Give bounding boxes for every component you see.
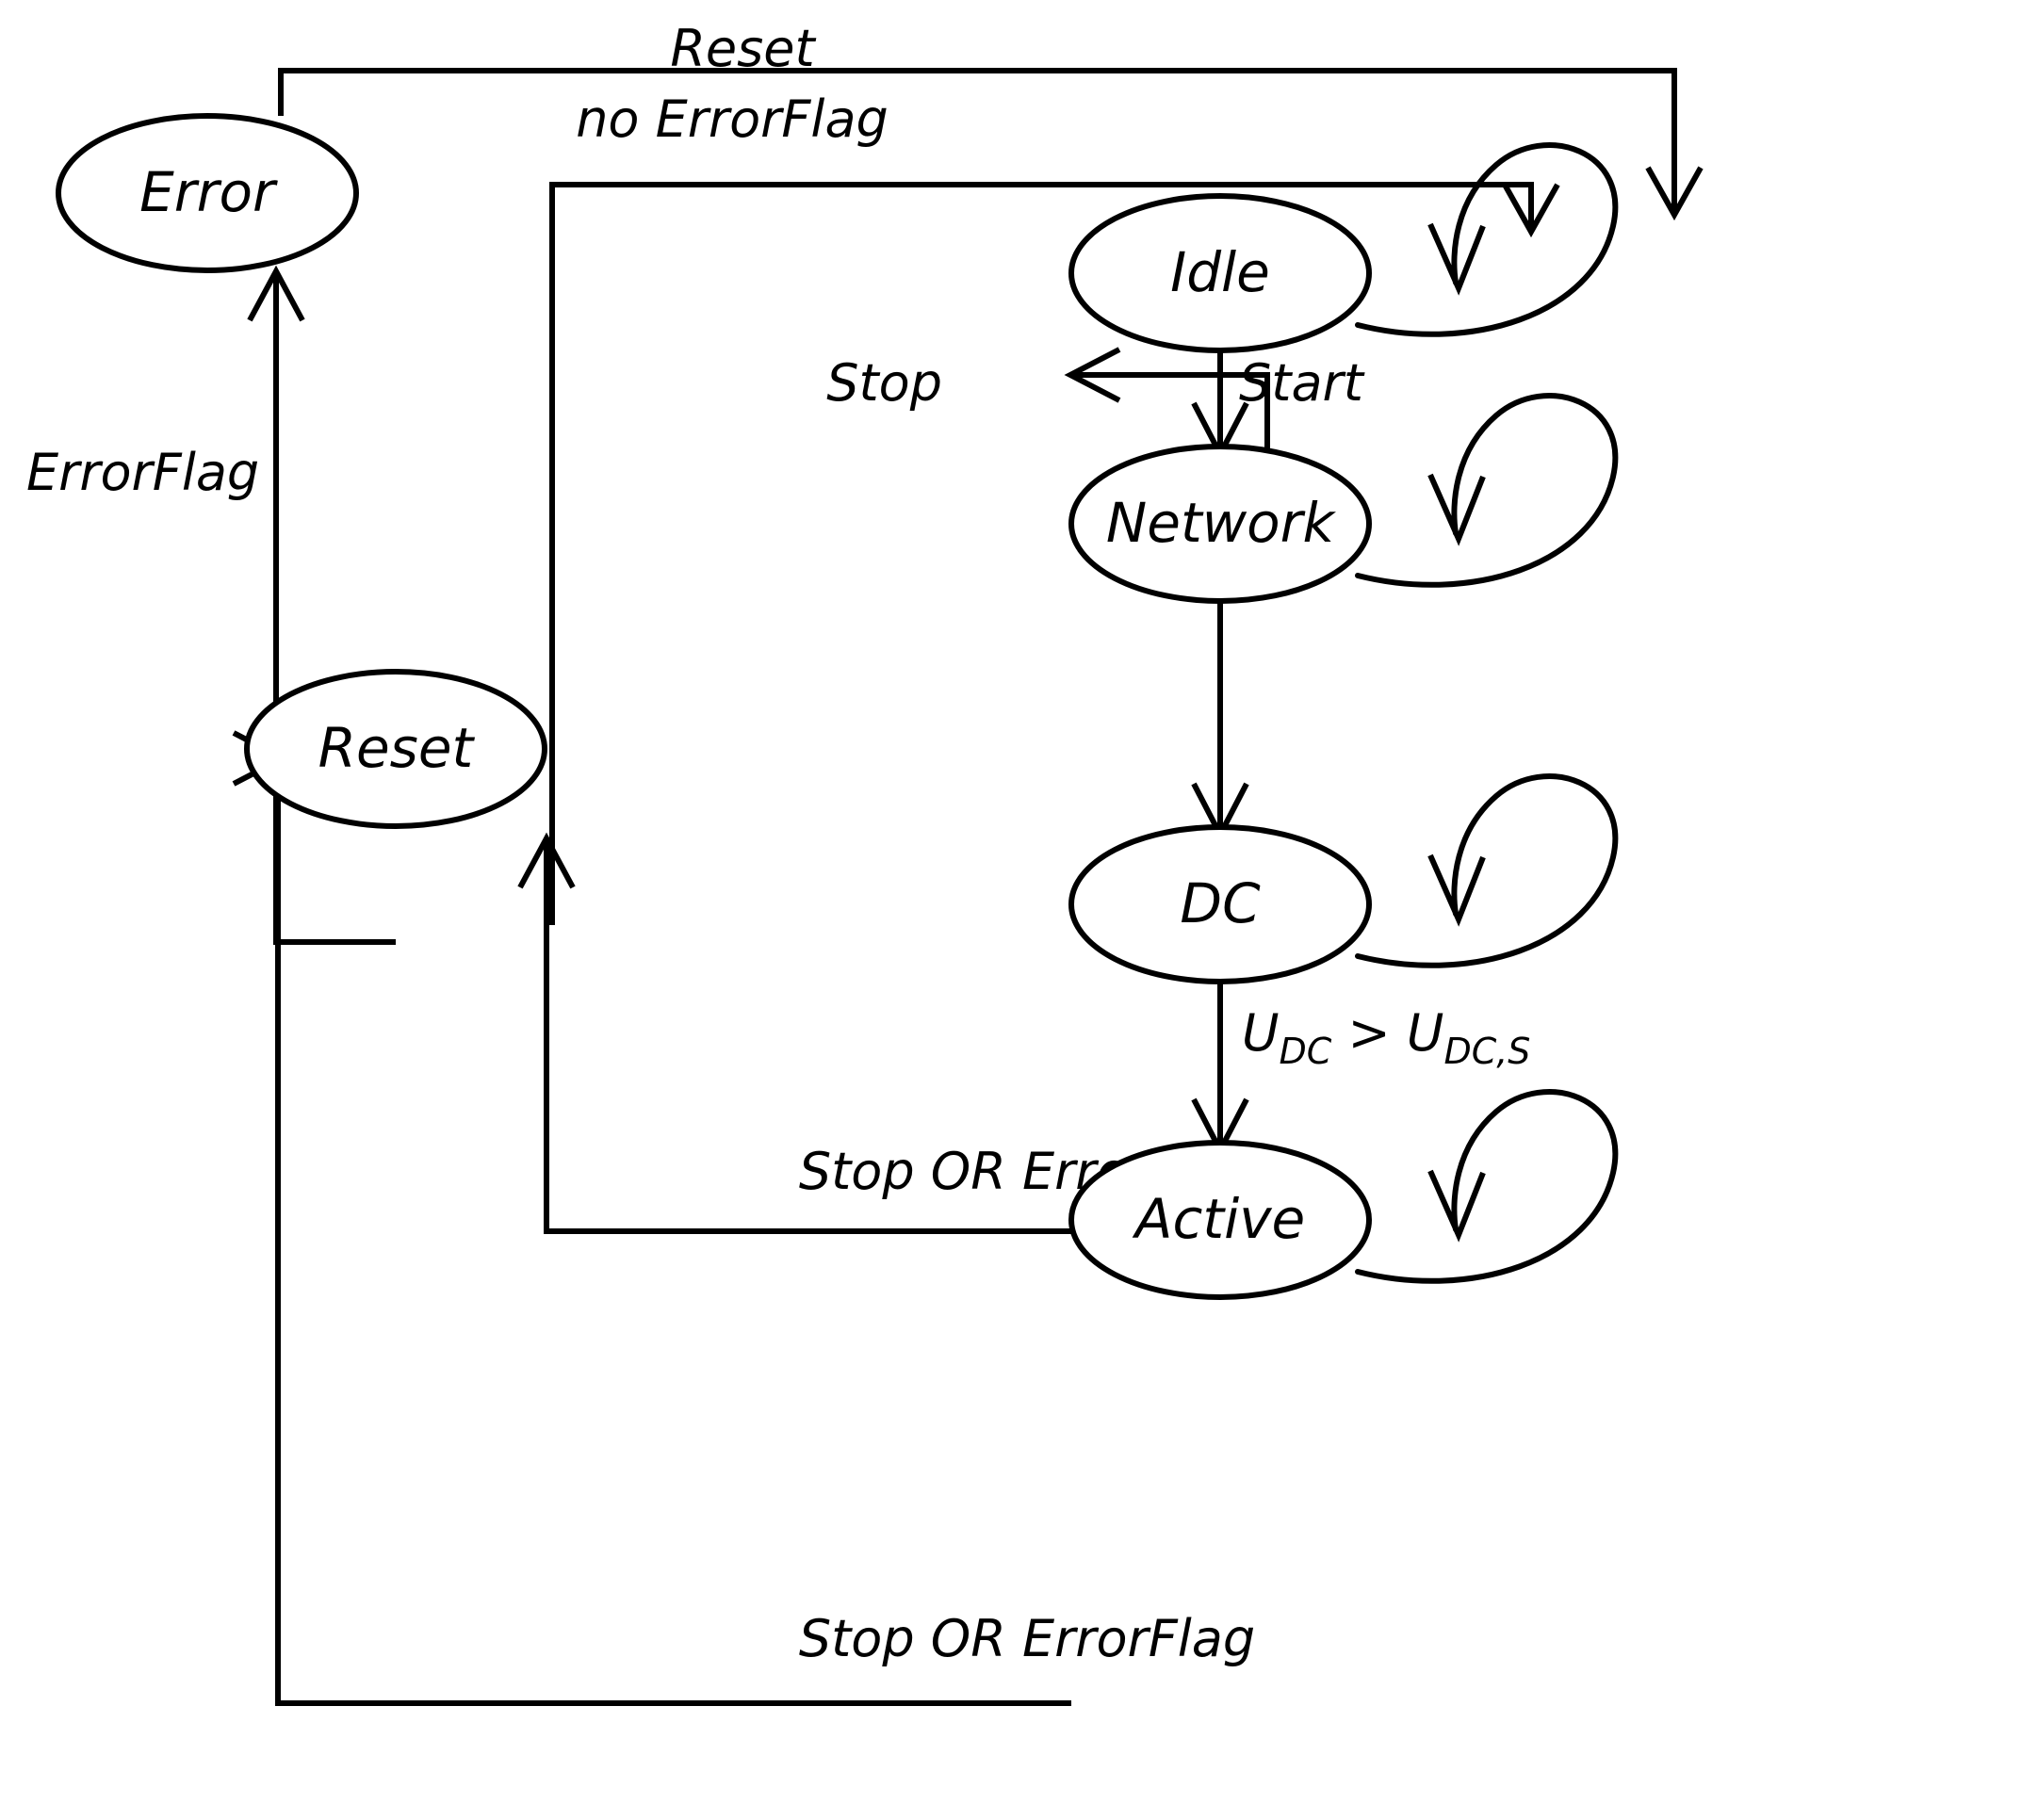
self-loop-active [1355,1089,1619,1284]
arrow-head-into-idle-noerrorflag [1502,183,1560,238]
arrow-head-into-idle-reset [1645,166,1704,221]
udc-u1: U [1242,1003,1280,1063]
state-node-active[interactable]: Active [1068,1140,1372,1300]
edge-label-stop-or-errorflag-active: Stop OR ErrorFlag [799,1609,1255,1668]
arrow-head-self-loop-active [1427,1169,1486,1243]
state-node-reset[interactable]: Reset [244,669,547,829]
arrow-head-into-idle-stop [1064,347,1121,403]
arrow-head-self-loop-dc [1427,853,1486,927]
state-node-error[interactable]: Error [56,113,359,273]
udc-gt: > [1331,1003,1407,1063]
edge-path-dc-reset [544,844,1071,1234]
edge-label-errorflag: ErrorFlag [26,443,259,502]
transition-idle-to-network-start: Start [1191,350,1365,461]
transition-error-to-idle-reset: Reset [278,19,1704,221]
edge-label-stop: Stop [826,353,942,413]
state-label-reset: Reset [318,716,476,780]
state-label-error: Error [139,160,278,224]
self-loop-path-network [1355,393,1619,588]
state-ellipse-active[interactable] [1068,1140,1372,1300]
self-loop-dc [1355,773,1619,968]
edge-path-reset-error [273,277,396,945]
state-node-idle[interactable]: Idle [1068,193,1372,353]
transition-reset-to-error-errorflag: ErrorFlag [26,265,396,945]
state-label-dc: DC [1180,871,1261,935]
transition-network-to-dc [1191,601,1249,841]
transition-active-to-reset-stop-or-errorflag: Stop OR ErrorFlag [232,730,1255,1706]
arrow-head-self-loop-network [1427,473,1486,546]
state-node-network[interactable]: Network [1068,444,1372,604]
edge-label-udc-threshold: UDC > UDC,S [1242,1003,1530,1072]
self-loop-path-active [1355,1089,1619,1284]
transition-network-to-idle-stop: Stop [826,347,1270,528]
state-label-idle: Idle [1170,240,1270,304]
state-ellipse-network[interactable] [1068,444,1372,604]
edge-label-reset: Reset [670,19,816,78]
state-ellipse-dc[interactable] [1068,824,1372,984]
edge-path-reset-idle [549,182,1534,925]
state-ellipse-idle[interactable] [1068,193,1372,353]
udc-sub2: DC,S [1443,1031,1530,1072]
udc-sub1: DC [1280,1031,1332,1072]
state-label-network: Network [1106,491,1337,555]
edge-path-error-idle [278,68,1677,209]
arrow-head-into-error [247,265,305,322]
self-loop-network [1355,393,1619,588]
transition-dc-to-active-udc: UDC > UDC,S [1191,982,1530,1157]
arrow-head-into-reset-from-dc [517,832,576,889]
state-ellipse-reset[interactable] [244,669,547,829]
state-ellipse-error[interactable] [56,113,359,273]
arrow-head-self-loop-idle [1427,222,1486,296]
edge-label-start: Start [1239,353,1365,413]
edge-label-no-errorflag: no ErrorFlag [576,89,889,149]
transition-reset-to-idle-no-errorflag: no ErrorFlag [549,89,1560,925]
state-label-active: Active [1132,1187,1305,1251]
udc-u2: U [1407,1003,1444,1063]
state-node-dc[interactable]: DC [1068,824,1372,984]
edge-path-active-reset [275,758,1071,1706]
self-loop-idle [1355,142,1619,337]
self-loop-path-dc [1355,773,1619,968]
self-loop-path-idle [1355,142,1619,337]
